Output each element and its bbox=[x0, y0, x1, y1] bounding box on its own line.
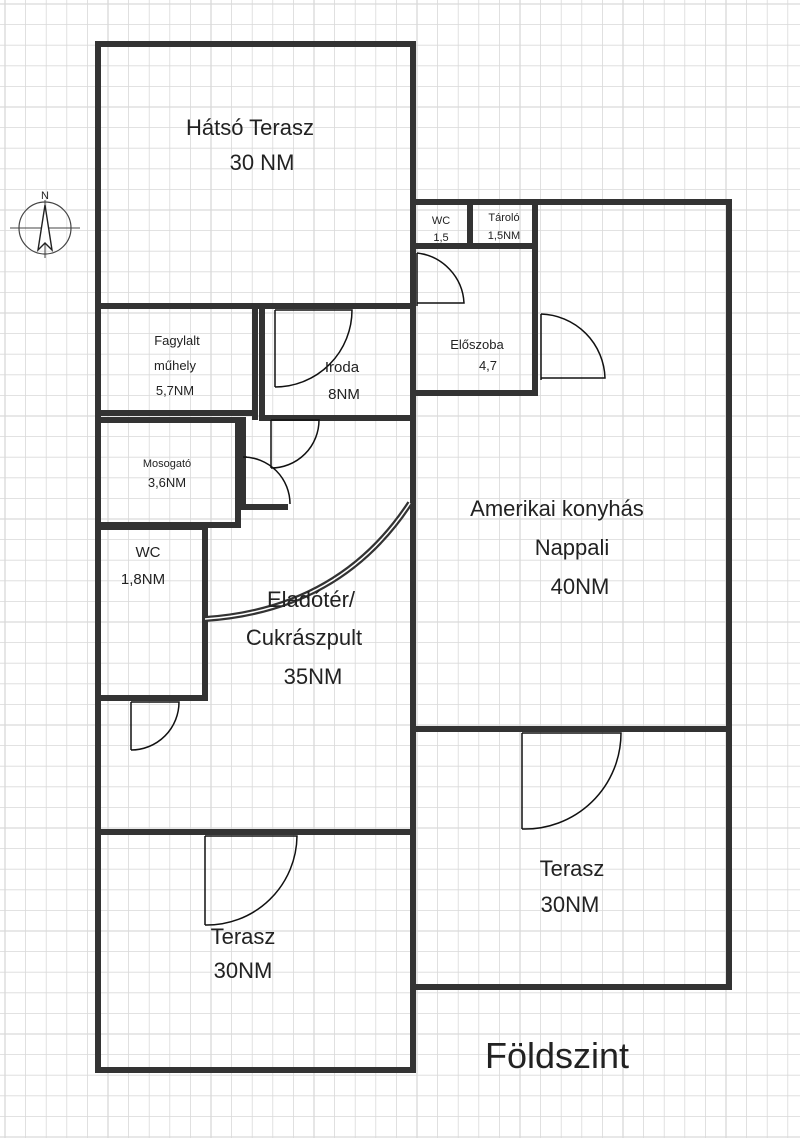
label-shop-area: 35NM bbox=[284, 664, 343, 689]
north-arrow-icon bbox=[36, 204, 54, 253]
wall-storage-strip bbox=[410, 199, 538, 249]
wall-right-block bbox=[410, 199, 732, 990]
label-small-wc-name: WC bbox=[432, 215, 450, 227]
label-wc-area: 1,8NM bbox=[121, 571, 165, 588]
label-dishwashing-name: Mosogató bbox=[143, 458, 191, 470]
wall-office-row bbox=[95, 303, 416, 421]
door-right-terrace bbox=[521, 732, 622, 830]
compass-label: N bbox=[41, 190, 49, 202]
wall-wc bbox=[95, 524, 208, 701]
curved-counter-wall-core bbox=[204, 502, 411, 620]
label-hallway-area: 4,7 bbox=[479, 358, 497, 373]
label-storage-area: 1,5NM bbox=[488, 230, 520, 242]
label-icecream-line2: műhely bbox=[154, 358, 196, 373]
door-wc bbox=[130, 701, 180, 751]
door-storage-hall bbox=[416, 252, 465, 306]
label-shop-line2: Cukrászpult bbox=[246, 625, 362, 650]
walls bbox=[95, 41, 732, 1073]
label-hallway-name: Előszoba bbox=[450, 337, 504, 352]
label-living-line2: Nappali bbox=[535, 535, 610, 560]
label-wc-name: WC bbox=[136, 544, 161, 561]
label-icecream-line1: Fagylalt bbox=[154, 333, 200, 348]
label-dishwashing-area: 3,6NM bbox=[148, 475, 186, 490]
floor-title: Földszint bbox=[485, 1035, 629, 1076]
wall-hallway bbox=[410, 243, 538, 396]
label-office-area: 8NM bbox=[328, 386, 360, 403]
north-compass: N bbox=[10, 190, 80, 258]
label-storage-name: Tároló bbox=[488, 212, 519, 224]
room-labels: Hátsó Terasz 30 NM WC 1,5 Tároló 1,5NM F… bbox=[121, 115, 644, 1076]
label-living-line1: Amerikai konyhás bbox=[470, 496, 644, 521]
label-back-terrace-name: Hátsó Terasz bbox=[186, 115, 314, 140]
label-office-name: Iroda bbox=[325, 359, 360, 376]
label-living-area: 40NM bbox=[551, 574, 610, 599]
label-icecream-area: 5,7NM bbox=[156, 383, 194, 398]
label-shop-line1: Eladótér/ bbox=[267, 587, 356, 612]
doors bbox=[130, 252, 622, 926]
door-hallway-living bbox=[540, 313, 606, 380]
wall-left-block bbox=[95, 41, 416, 1073]
wall-dishwashing bbox=[95, 417, 288, 528]
label-back-terrace-area: 30 NM bbox=[230, 150, 295, 175]
label-right-terrace-name: Terasz bbox=[540, 856, 605, 881]
label-right-terrace-area: 30NM bbox=[541, 892, 600, 917]
label-front-terrace-name: Terasz bbox=[211, 924, 276, 949]
label-small-wc-area: 1,5 bbox=[433, 232, 448, 244]
door-office bbox=[274, 309, 353, 388]
door-front-terrace bbox=[204, 835, 298, 926]
door-dishwashing-top bbox=[270, 419, 320, 469]
label-front-terrace-area: 30NM bbox=[214, 958, 273, 983]
door-dishwashing-side bbox=[242, 456, 291, 505]
